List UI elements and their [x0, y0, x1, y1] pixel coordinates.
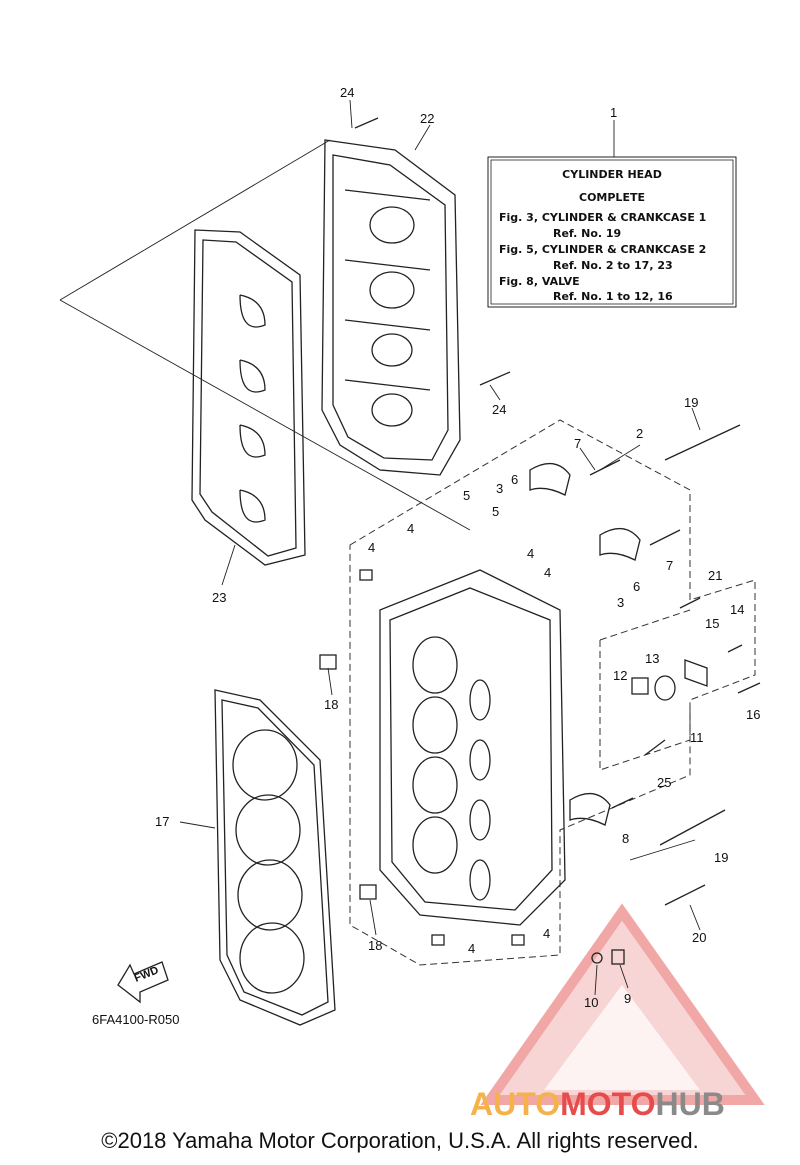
infobox-line-5: Fig. 5, CYLINDER & CRANKCASE 2 — [499, 243, 706, 256]
infobox-line-3: Fig. 3, CYLINDER & CRANKCASE 1 — [499, 211, 706, 224]
callout-9: 9 — [624, 991, 631, 1006]
callout-11: 11 — [690, 730, 704, 745]
diagram-code: 6FA4100-R050 — [92, 1012, 179, 1027]
fwd-arrow-icon: FWD — [117, 961, 169, 1004]
callout-4c: 4 — [527, 546, 534, 561]
infobox-line-1: CYLINDER HEAD — [562, 168, 662, 181]
callout-18a: 18 — [324, 697, 338, 712]
callout-3b: 3 — [617, 595, 624, 610]
leader-lines — [179, 99, 701, 996]
callout-12: 12 — [613, 668, 627, 683]
cover-gasket — [191, 229, 306, 566]
callout-4b: 4 — [368, 540, 375, 555]
callout-17: 17 — [155, 814, 169, 829]
callout-1: 1 — [610, 105, 617, 120]
callout-8: 8 — [622, 831, 629, 846]
callout-24a: 24 — [340, 85, 354, 100]
infobox-line-6: Ref. No. 2 to 17, 23 — [553, 259, 673, 272]
callout-18b: 18 — [368, 938, 382, 953]
callout-15: 15 — [705, 616, 719, 631]
infobox-line-4: Ref. No. 19 — [553, 227, 621, 240]
callout-20: 20 — [692, 930, 706, 945]
infobox-line-7: Fig. 8, VALVE — [499, 275, 580, 288]
callout-23: 23 — [212, 590, 226, 605]
callout-4a: 4 — [407, 521, 414, 536]
infobox-line-2: COMPLETE — [579, 191, 645, 204]
callout-5b: 5 — [492, 504, 499, 519]
infobox-line-8: Ref. No. 1 to 12, 16 — [553, 290, 673, 303]
callout-5a: 5 — [463, 488, 470, 503]
callout-6b: 6 — [633, 579, 640, 594]
callout-21: 21 — [708, 568, 722, 583]
callout-10: 10 — [584, 995, 598, 1010]
callout-4e: 4 — [468, 941, 475, 956]
callout-25: 25 — [657, 775, 671, 790]
bolts — [479, 371, 761, 906]
callout-24b: 24 — [492, 402, 506, 417]
callout-4d: 4 — [544, 565, 551, 580]
cylinder-head-cover — [321, 117, 461, 476]
callout-6a: 6 — [511, 472, 518, 487]
watermark-logo — [480, 903, 765, 1105]
callout-22: 22 — [420, 111, 434, 126]
cylinder-head — [379, 569, 566, 926]
head-gasket — [214, 689, 336, 1026]
small-parts — [319, 463, 708, 965]
watermark-text: AUTOMOTOHUB — [470, 1086, 725, 1122]
callout-3a: 3 — [496, 481, 503, 496]
callout-numbers: 1 2 3 3 4 4 4 4 4 4 5 5 6 6 7 7 8 9 10 1… — [155, 85, 760, 1010]
callout-13: 13 — [645, 651, 659, 666]
callout-14: 14 — [730, 602, 744, 617]
callout-2: 2 — [636, 426, 643, 441]
callout-7b: 7 — [666, 558, 673, 573]
callout-16: 16 — [746, 707, 760, 722]
info-box: CYLINDER HEAD COMPLETE Fig. 3, CYLINDER … — [487, 120, 737, 308]
callout-19b: 19 — [714, 850, 728, 865]
callout-4f: 4 — [543, 926, 550, 941]
copyright-notice: ©2018 Yamaha Motor Corporation, U.S.A. A… — [101, 1128, 699, 1153]
callout-7a: 7 — [574, 436, 581, 451]
callout-19a: 19 — [684, 395, 698, 410]
